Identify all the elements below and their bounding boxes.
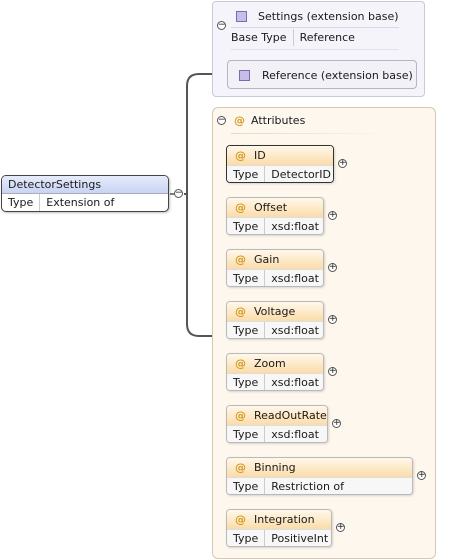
type-value: DetectorID: [271, 168, 331, 181]
title-divider: [231, 27, 399, 28]
type-value: Restriction of 'xsd:string': [271, 480, 345, 493]
attribute-integration[interactable]: @ Integration Type PositiveInt: [226, 509, 332, 547]
reference-extension-box[interactable]: Reference (extension base): [227, 60, 417, 89]
attribute-name: Zoom: [254, 357, 286, 370]
type-label: Type: [227, 374, 266, 390]
type-value: xsd:float: [271, 220, 319, 233]
type-value: xsd:float: [271, 376, 319, 389]
type-value: Extension of 'Settings': [46, 196, 115, 209]
type-label: Type: [227, 218, 266, 234]
expand-icon[interactable]: +: [328, 262, 337, 272]
attribute-gain[interactable]: @ Gain Type xsd:float: [226, 249, 324, 287]
expand-icon[interactable]: +: [336, 522, 345, 532]
attribute-id[interactable]: @ ID Type DetectorID: [226, 145, 334, 183]
attribute-readoutrate[interactable]: @ ReadOutRate Type xsd:float: [226, 405, 328, 443]
collapse-icon[interactable]: −: [217, 115, 226, 125]
type-label: Type: [227, 166, 266, 182]
attribute-icon: @: [235, 357, 246, 370]
expand-icon[interactable]: +: [332, 418, 341, 428]
attribute-voltage[interactable]: @ Voltage Type xsd:float: [226, 301, 324, 339]
attribute-zoom[interactable]: @ Zoom Type xsd:float: [226, 353, 324, 391]
collapse-icon[interactable]: −: [217, 20, 226, 30]
expand-icon[interactable]: +: [338, 158, 347, 168]
settings-extension-panel: − Settings (extension base) Base Type Re…: [212, 1, 425, 97]
base-type-value: Reference: [299, 31, 355, 44]
attribute-name: Offset: [254, 201, 288, 214]
attribute-icon: @: [234, 114, 245, 127]
type-label: Type: [2, 194, 41, 211]
attribute-icon: @: [235, 461, 246, 474]
attribute-name: Voltage: [254, 305, 296, 318]
expand-icon[interactable]: +: [328, 366, 337, 376]
type-value: xsd:float: [271, 324, 319, 337]
expand-icon[interactable]: +: [328, 314, 337, 324]
attribute-name: Binning: [254, 461, 296, 474]
type-value: xsd:float: [271, 272, 319, 285]
base-type-row: Base Type Reference: [231, 29, 355, 46]
attributes-title: Attributes: [251, 114, 306, 127]
attribute-name: Integration: [254, 513, 315, 526]
element-name: DetectorSettings: [2, 176, 168, 194]
base-type-label: Base Type: [231, 29, 294, 46]
title-divider: [231, 133, 391, 134]
complex-type-icon: [236, 11, 247, 22]
expand-icon[interactable]: +: [328, 210, 337, 220]
detector-settings-element[interactable]: DetectorSettings Type Extension of 'Sett…: [1, 175, 169, 212]
expand-icon[interactable]: +: [417, 470, 426, 480]
attribute-name: Gain: [254, 253, 280, 266]
attribute-icon: @: [235, 409, 246, 422]
settings-title: Settings (extension base): [258, 10, 399, 23]
row-divider: [231, 49, 399, 50]
complex-type-icon: [239, 70, 250, 81]
attribute-binning[interactable]: @ Binning Type Restriction of 'xsd:string': [226, 457, 413, 495]
attribute-offset[interactable]: @ Offset Type xsd:float: [226, 197, 324, 235]
attribute-icon: @: [235, 513, 246, 526]
type-label: Type: [227, 426, 266, 442]
reference-title: Reference (extension base): [262, 69, 413, 82]
type-value: PositiveInt: [271, 532, 329, 545]
type-label: Type: [227, 530, 266, 546]
attribute-name: ReadOutRate: [254, 409, 327, 422]
type-label: Type: [227, 478, 266, 494]
attribute-icon: @: [235, 253, 246, 266]
collapse-icon[interactable]: −: [174, 188, 183, 198]
attribute-icon: @: [235, 149, 246, 162]
attribute-icon: @: [235, 305, 246, 318]
attribute-icon: @: [235, 201, 246, 214]
type-value: xsd:float: [271, 428, 319, 441]
type-label: Type: [227, 270, 266, 286]
attribute-name: ID: [254, 149, 266, 162]
element-type-row: Type Extension of 'Settings': [2, 194, 168, 211]
type-label: Type: [227, 322, 266, 338]
